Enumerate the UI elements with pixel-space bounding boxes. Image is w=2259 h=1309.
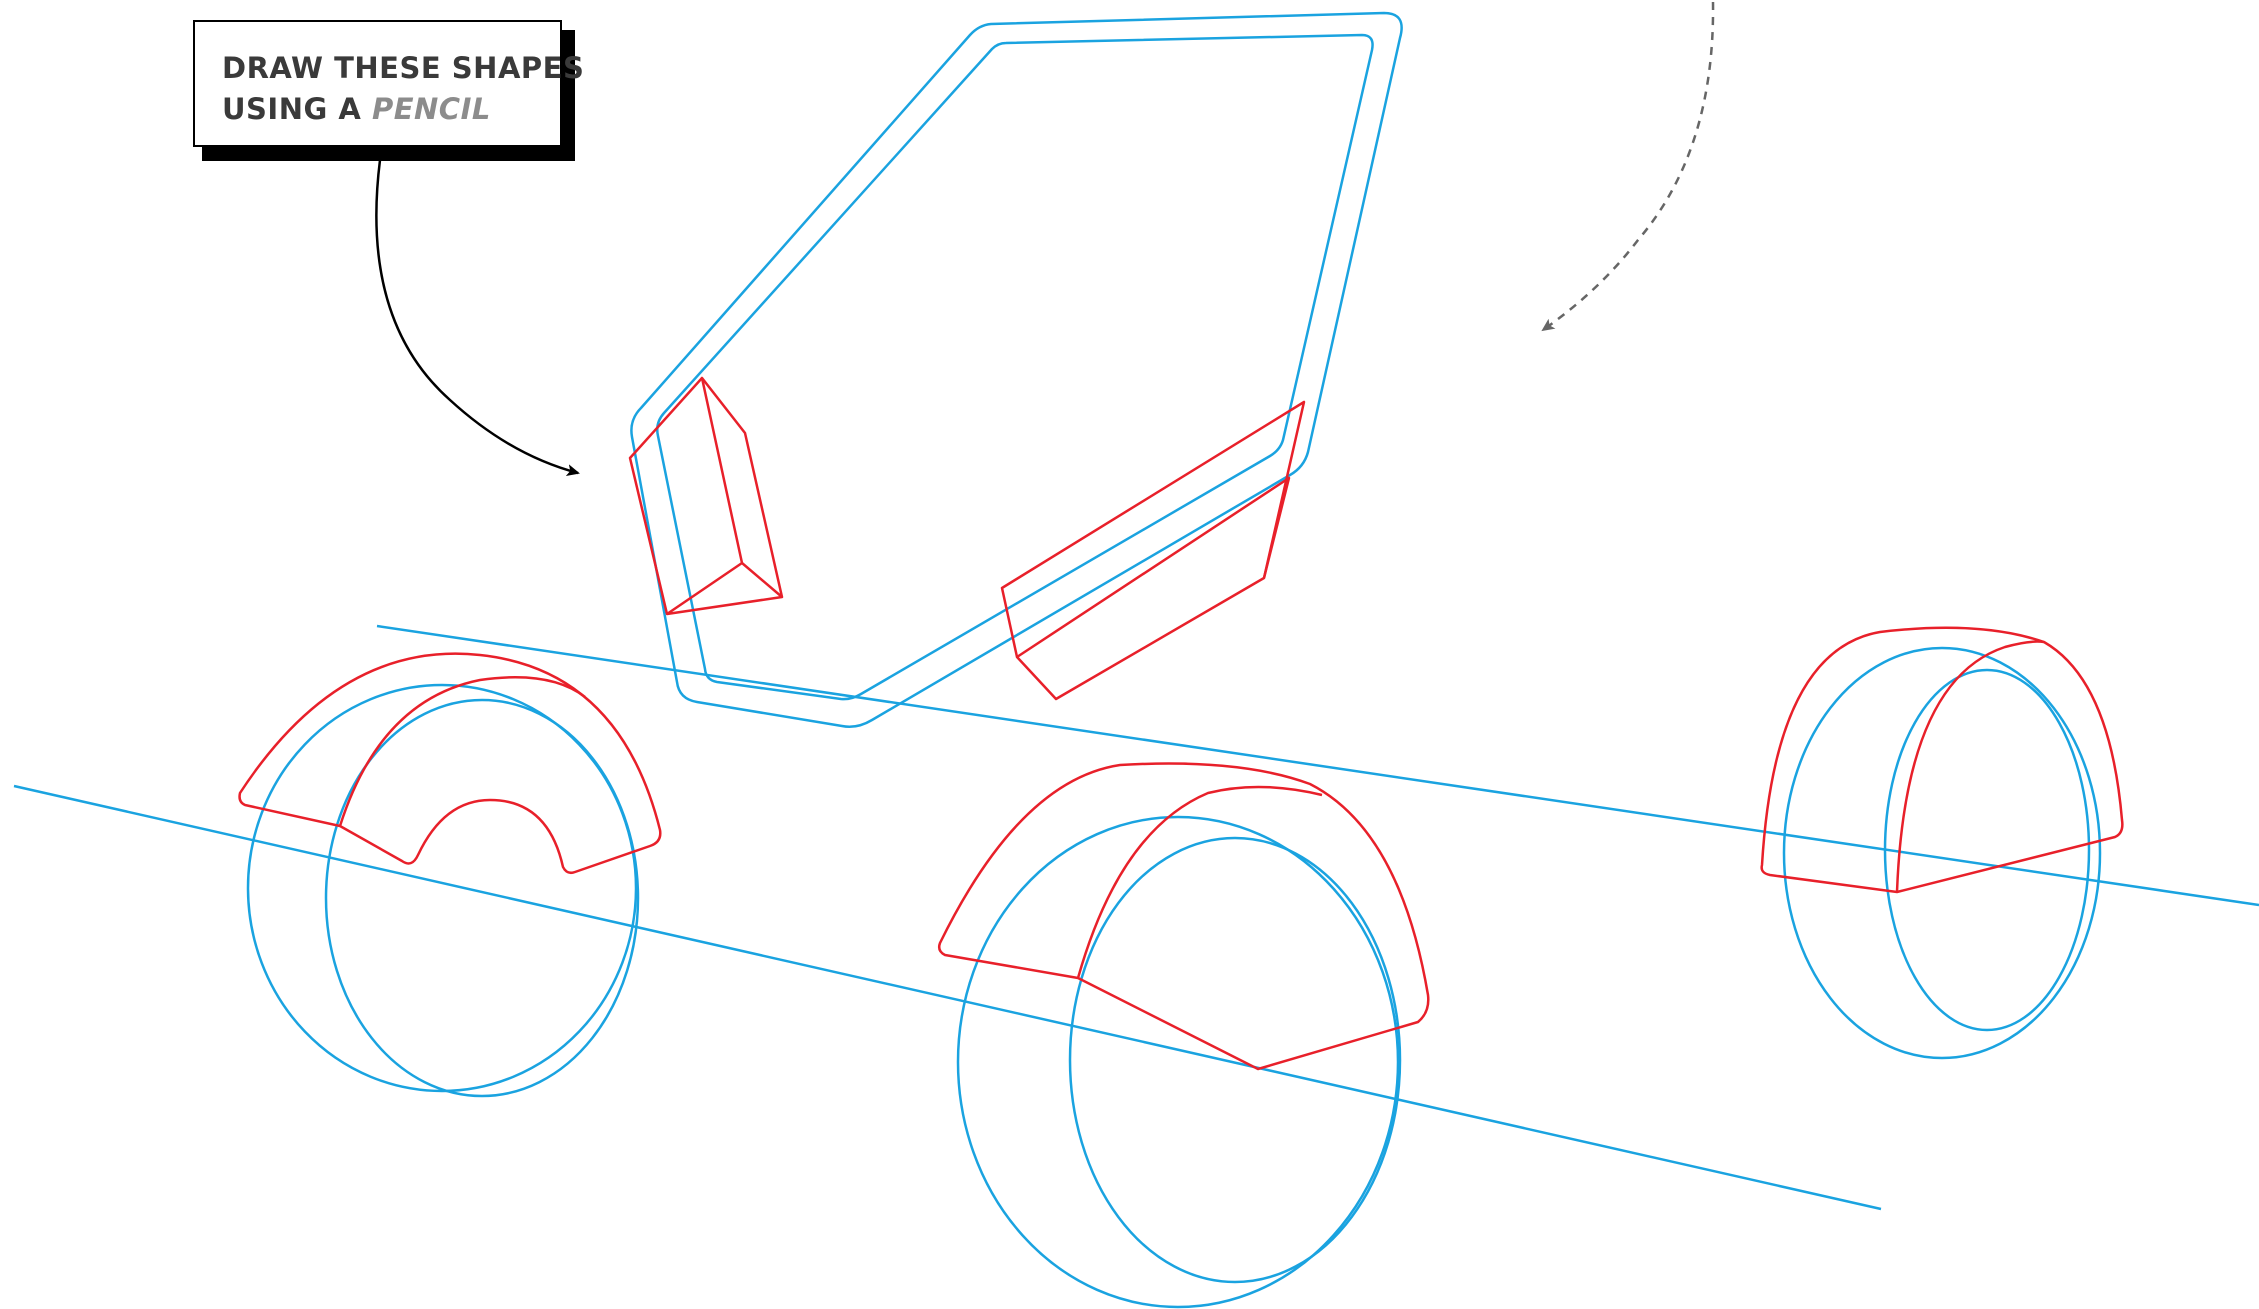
wheels <box>246 646 2102 1309</box>
callout-line-2: USING A PENCIL <box>222 89 536 130</box>
cabin-frame <box>630 11 1403 728</box>
callout-highlight: PENCIL <box>371 92 491 126</box>
callout-line-2-prefix: USING A <box>222 92 362 126</box>
rear-fender <box>1760 626 2124 894</box>
upper-guide-line <box>376 624 2259 907</box>
rear-wheel <box>1782 646 2102 1060</box>
cabin-inner-outline <box>656 33 1374 701</box>
lower-guide-line <box>13 784 1882 1211</box>
side-mirror-block <box>628 376 784 616</box>
cabin-outer-outline <box>630 11 1403 728</box>
front-center-fender <box>937 762 1430 1071</box>
front-left-wheel <box>246 683 640 1098</box>
dashed-curved-arrow-icon <box>1541 1 1715 332</box>
callout-line-1: DRAW THESE SHAPES <box>222 51 585 85</box>
red-construction-shapes <box>238 376 2124 1071</box>
front-center-wheel <box>956 815 1402 1309</box>
curved-arrow-icon <box>375 159 580 476</box>
door-block <box>1000 400 1306 701</box>
perspective-guides <box>13 624 2259 1211</box>
instruction-callout: DRAW THESE SHAPES USING A PENCIL <box>193 20 585 147</box>
front-left-fender <box>238 652 662 875</box>
